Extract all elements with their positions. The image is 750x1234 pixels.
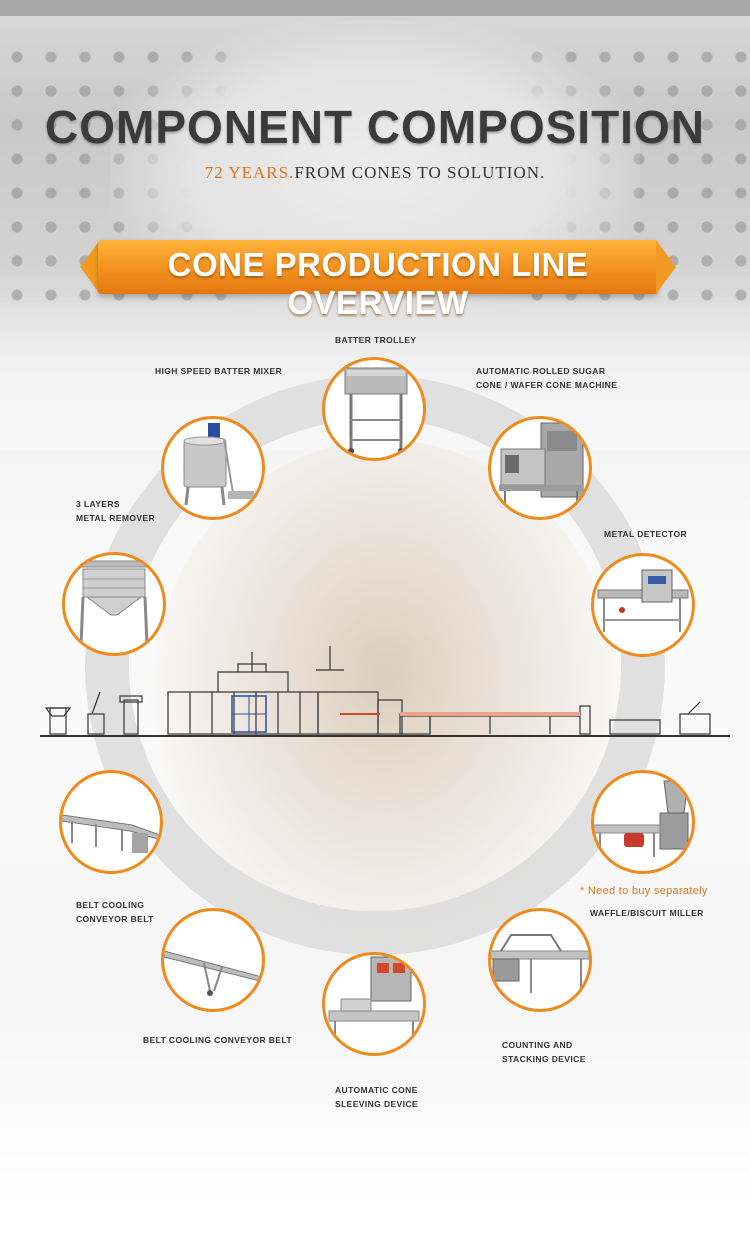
cone-machine-image [488,416,592,520]
page-title: COMPONENT COMPOSITION [45,101,705,153]
batter-mixer-image [161,416,265,520]
label-metal-remover-2: METAL REMOVER [76,513,156,523]
waffle-miller-image [591,770,695,874]
metal-remover-image [62,552,166,656]
section-banner: CONE PRODUCTION LINE OVERVIEW [80,240,676,321]
banner-text: CONE PRODUCTION LINE OVERVIEW [167,246,589,321]
label-belt-cooling-2: BELT COOLING CONVEYOR BELT [143,1035,292,1045]
label-sleeving-2: SLEEVING DEVICE [335,1099,418,1109]
subtitle-accent: 72 YEARS. [204,163,295,182]
label-belt-cooling-1b: CONVEYOR BELT [76,914,154,924]
counting-stacking-image [488,908,592,1012]
page-subtitle: 72 YEARS.FROM CONES TO SOLUTION. [0,163,750,183]
banner-body [98,240,658,294]
batter-trolley-image [322,357,426,461]
separate-purchase-note: * Need to buy separately [580,885,708,897]
label-batter-trolley: BATTER TROLLEY [335,335,417,345]
label-metal-remover-1: 3 LAYERS [76,499,120,509]
metal-detector-image [591,553,695,657]
label-belt-cooling-1a: BELT COOLING [76,900,145,910]
banner-arrow-right [656,240,676,294]
production-line-schematic [40,646,730,737]
label-miller: WAFFLE/BISCUIT MILLER [590,908,704,918]
belt-cooling-conveyor-2-image [161,908,265,1012]
label-cone-machine-1: AUTOMATIC ROLLED SUGAR [476,366,606,376]
label-counting-2: STACKING DEVICE [502,1054,586,1064]
label-batter-mixer: HIGH SPEED BATTER MIXER [155,366,283,376]
label-sleeving-1: AUTOMATIC CONE [335,1085,418,1095]
subtitle-rest: FROM CONES TO SOLUTION. [294,163,546,182]
cone-sleeving-image [322,952,426,1056]
label-metal-detector: METAL DETECTOR [604,529,688,539]
belt-cooling-conveyor-1-image [59,770,163,874]
top-strip [0,0,750,16]
banner-arrow-left [80,240,100,294]
label-counting-1: COUNTING AND [502,1040,573,1050]
label-cone-machine-2: CONE / WAFER CONE MACHINE [476,380,618,390]
